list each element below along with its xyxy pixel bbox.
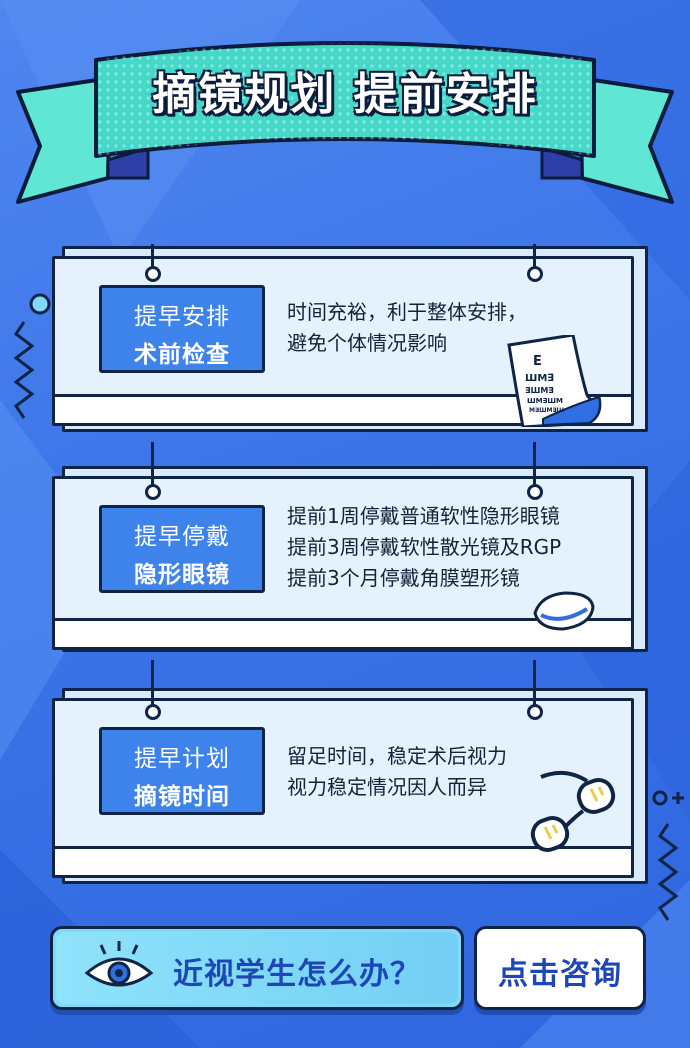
svg-text:ШM∃ШM: ШM∃ШM xyxy=(527,397,563,405)
card-plan-surgery-time: 提早计划 摘镜时间 留足时间，稳定术后视力 视力稳定情况因人而异 xyxy=(52,688,648,894)
glasses-icon xyxy=(530,770,616,852)
zigzag-decoration-icon xyxy=(657,823,679,921)
description-line: 视力稳定情况因人而异 xyxy=(287,775,487,799)
description-line: 提前3周停戴软性散光镜及RGP xyxy=(287,535,562,559)
card-pre-surgery-exam: 提早安排 术前检查 时间充裕，利于整体安排， 避免个体情况影响 E ШM∃ ∃Ш… xyxy=(52,246,648,442)
card-strip xyxy=(55,846,631,875)
card-description: 提前1周停戴普通软性隐形眼镜 提前3周停戴软性散光镜及RGP 提前3个月停戴角膜… xyxy=(287,501,561,594)
card-label: 提早安排 术前检查 xyxy=(99,285,265,373)
hanger-dot xyxy=(527,266,543,282)
myopia-student-banner-button[interactable]: 近视学生怎么办？ xyxy=(50,926,464,1010)
cta-question-text: 近视学生怎么办？ xyxy=(173,957,421,992)
label-top: 提早停戴 xyxy=(134,524,230,550)
description-line: 提前3个月停戴角膜塑形镜 xyxy=(287,566,520,590)
description-line: 提前1周停戴普通软性隐形眼镜 xyxy=(287,504,560,528)
hanger-line xyxy=(151,442,154,490)
hanger-line xyxy=(533,442,536,490)
card-label: 提早计划 摘镜时间 xyxy=(99,727,265,815)
card-label: 提早停戴 隐形眼镜 xyxy=(99,505,265,593)
card-description: 时间充裕，利于整体安排， 避免个体情况影响 xyxy=(287,297,527,359)
card-front-layer: 提早计划 摘镜时间 留足时间，稳定术后视力 视力稳定情况因人而异 xyxy=(52,698,634,878)
card-strip xyxy=(55,618,631,647)
zigzag-decoration-icon xyxy=(13,321,35,419)
svg-text:ШM∃: ШM∃ xyxy=(525,373,554,384)
hanger-line xyxy=(151,244,154,270)
eye-icon xyxy=(84,941,154,987)
hanger-dot xyxy=(145,266,161,282)
title-ribbon xyxy=(16,41,674,204)
card-description: 留足时间，稳定术后视力 视力稳定情况因人而异 xyxy=(287,741,507,803)
svg-text:∃ШM∃: ∃ШM∃ xyxy=(525,386,554,395)
ring-decoration-icon xyxy=(29,293,51,315)
card-front-layer: 提早停戴 隐形眼镜 提前1周停戴普通软性隐形眼镜 提前3周停戴软性散光镜及RGP… xyxy=(52,476,634,650)
hanger-line xyxy=(151,660,154,710)
label-bottom: 术前检查 xyxy=(134,342,230,368)
page-title: 摘镜规划 提前安排 xyxy=(152,69,538,120)
description-line: 时间充裕，利于整体安排， xyxy=(287,300,527,324)
consult-button[interactable]: 点击咨询 xyxy=(474,926,646,1010)
hanger-dot xyxy=(145,484,161,500)
contact-lens-icon xyxy=(533,591,595,631)
hanger-dot xyxy=(527,704,543,720)
hanger-line xyxy=(533,660,536,710)
label-top: 提早计划 xyxy=(134,746,230,772)
consult-label: 点击咨询 xyxy=(498,957,622,992)
label-bottom: 摘镜时间 xyxy=(134,784,230,810)
hanger-line xyxy=(533,244,536,270)
label-top: 提早安排 xyxy=(134,304,230,330)
card-stop-contact-lenses: 提早停戴 隐形眼镜 提前1周停戴普通软性隐形眼镜 提前3周停戴软性散光镜及RGP… xyxy=(52,466,648,662)
label-bottom: 隐形眼镜 xyxy=(134,562,230,588)
eye-chart-icon: E ШM∃ ∃ШM∃ ШM∃ШM M∃ШM∃Ш xyxy=(507,335,602,427)
description-line: 留足时间，稳定术后视力 xyxy=(287,744,507,768)
circle-plus-decoration-icon xyxy=(652,790,684,806)
svg-text:E: E xyxy=(533,354,542,369)
hanger-dot xyxy=(527,484,543,500)
svg-text:M∃ШM∃Ш: M∃ШM∃Ш xyxy=(529,407,564,414)
card-front-layer: 提早安排 术前检查 时间充裕，利于整体安排， 避免个体情况影响 E ШM∃ ∃Ш… xyxy=(52,256,634,427)
description-line: 避免个体情况影响 xyxy=(287,331,447,355)
hanger-dot xyxy=(145,704,161,720)
